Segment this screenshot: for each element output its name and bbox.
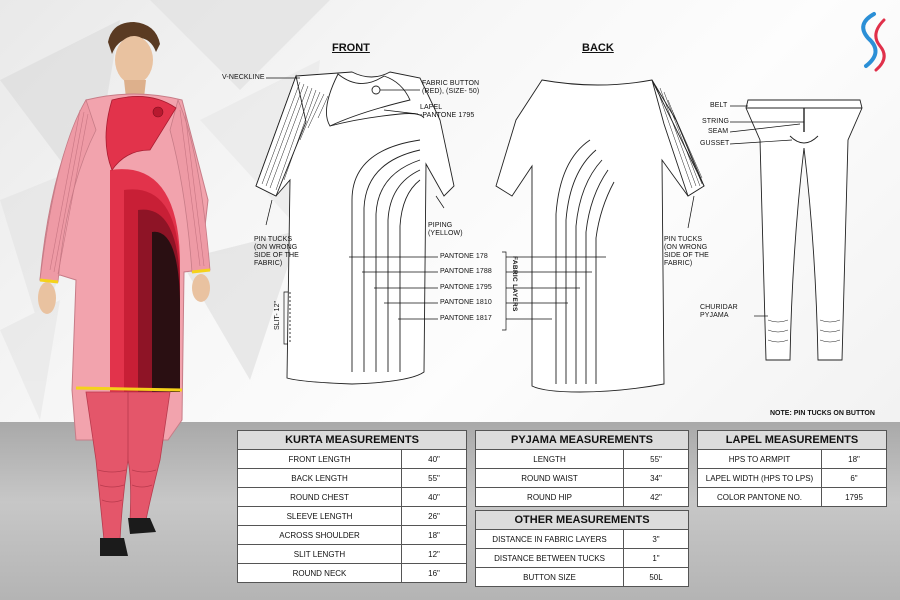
piping-label: PIPING (YELLOW) <box>428 222 463 237</box>
pantone-1788-label: PANTONE 1788 <box>440 268 492 275</box>
row-label: BACK LENGTH <box>237 468 402 488</box>
row-label: ROUND NECK <box>237 563 402 583</box>
fabric-button-label: FABRIC BUTTON (RED), (SIZE- 50) <box>422 80 480 95</box>
seam-label: SEAM <box>708 128 729 135</box>
row-value: 42" <box>623 487 689 507</box>
row-value: 1795 <box>821 487 887 507</box>
row-value: 55" <box>401 468 467 488</box>
pintuck-note: NOTE: PIN TUCKS ON BUTTON <box>770 410 875 417</box>
front-pintucks-label: PIN TUCKS (ON WRONG SIDE OF THE FABRIC) <box>254 236 299 267</box>
lapel-label: LAPEL -PANTONE 1795 <box>420 104 475 119</box>
row-label: ROUND WAIST <box>475 468 624 488</box>
pantone-1817-label: PANTONE 1817 <box>440 315 492 322</box>
front-flat-sketch <box>255 71 455 385</box>
row-value: 55" <box>623 449 689 469</box>
row-value: 50L <box>623 567 689 587</box>
row-label: DISTANCE IN FABRIC LAYERS <box>475 529 624 549</box>
row-label: SLIT LENGTH <box>237 544 402 564</box>
lapel-table-title: LAPEL MEASUREMENTS <box>697 430 887 450</box>
pantone-1810-label: PANTONE 1810 <box>440 299 492 306</box>
row-value: 40" <box>401 449 467 469</box>
back-flat-sketch <box>495 79 705 393</box>
row-label: BUTTON SIZE <box>475 567 624 587</box>
row-value: 40" <box>401 487 467 507</box>
front-leaders <box>265 77 507 345</box>
row-label: ACROSS SHOULDER <box>237 525 402 545</box>
row-value: 12" <box>401 544 467 564</box>
kurta-table-title: KURTA MEASUREMENTS <box>237 430 467 450</box>
string-label: STRING <box>702 118 730 125</box>
row-value: 26" <box>401 506 467 526</box>
row-value: 18" <box>821 449 887 469</box>
pyjama-flat-sketch <box>745 99 863 361</box>
back-view-title: BACK <box>582 42 614 54</box>
belt-label: BELT <box>710 102 728 109</box>
row-label: DISTANCE BETWEEN TUCKS <box>475 548 624 568</box>
other-table-title: OTHER MEASUREMENTS <box>475 510 689 530</box>
table-row: COLOR PANTONE NO.1795 <box>697 487 887 507</box>
row-label: FRONT LENGTH <box>237 449 402 469</box>
pantone-1795-label: PANTONE 1795 <box>440 284 492 291</box>
table-row: LAPEL WIDTH (HPS TO LPS)6" <box>697 468 887 488</box>
gusset-label: GUSSET <box>700 140 730 147</box>
row-label: HPS TO ARMPIT <box>697 449 822 469</box>
churidar-label: CHURIDAR PYJAMA <box>700 304 738 319</box>
row-value: 1" <box>623 548 689 568</box>
row-value: 16" <box>401 563 467 583</box>
front-view-title: FRONT <box>332 42 370 54</box>
vneckline-label: V-NECKLINE <box>222 74 265 81</box>
row-label: SLEEVE LENGTH <box>237 506 402 526</box>
brand-logo <box>861 12 886 72</box>
row-label: ROUND CHEST <box>237 487 402 507</box>
model-illustration <box>38 22 211 556</box>
pyjama-table-title: PYJAMA MEASUREMENTS <box>475 430 689 450</box>
other-measurements-table: OTHER MEASUREMENTS DISTANCE IN FABRIC LA… <box>475 510 689 587</box>
row-label: LENGTH <box>475 449 624 469</box>
pyjama-leaders <box>729 105 804 317</box>
row-value: 6" <box>821 468 887 488</box>
back-pintucks-label: PIN TUCKS (ON WRONG SIDE OF THE FABRIC) <box>664 236 709 267</box>
row-value: 3" <box>623 529 689 549</box>
row-value: 18" <box>401 525 467 545</box>
pantone-178-label: PANTONE 178 <box>440 253 488 260</box>
row-label: COLOR PANTONE NO. <box>697 487 822 507</box>
fabric-layers-tag: FABRIC LAYERS <box>511 256 518 312</box>
back-leaders <box>506 195 695 320</box>
slit-label: SLIT- 12" <box>274 301 281 330</box>
row-value: 34" <box>623 468 689 488</box>
row-label: LAPEL WIDTH (HPS TO LPS) <box>697 468 822 488</box>
row-label: ROUND HIP <box>475 487 624 507</box>
